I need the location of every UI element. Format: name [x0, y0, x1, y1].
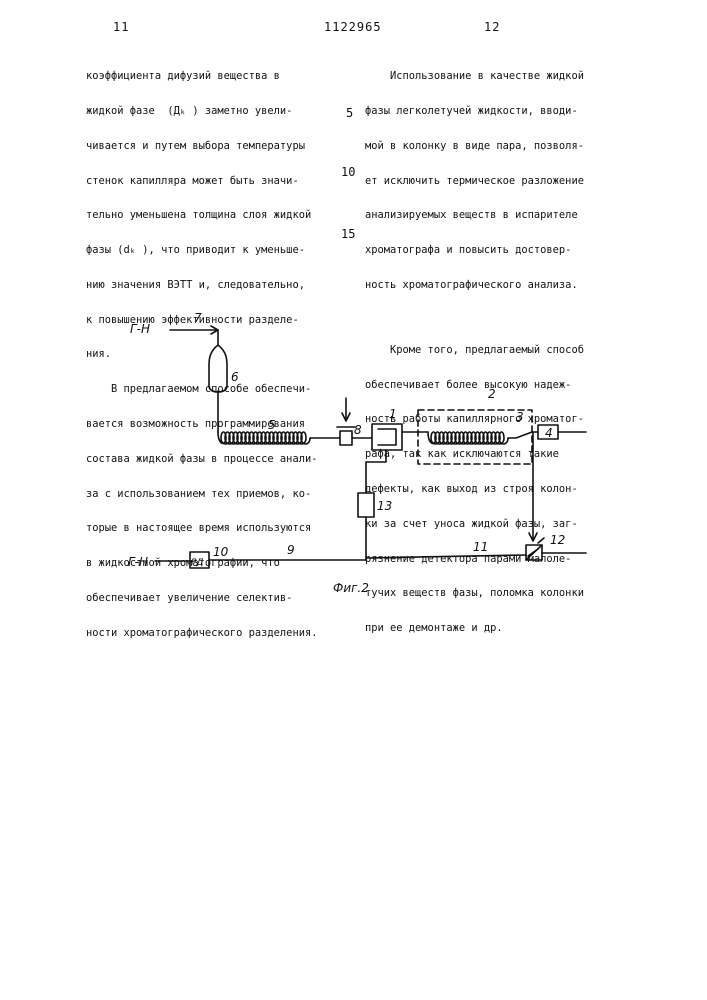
- label-3: 3: [516, 410, 524, 424]
- line-11: [366, 555, 526, 558]
- regulator-12-arrow: [538, 538, 544, 543]
- label-4: 4: [545, 426, 553, 440]
- label-10: 10: [213, 545, 229, 559]
- resistor-13: [358, 493, 374, 517]
- label-9: 9: [287, 543, 295, 557]
- label-8: 8: [354, 423, 362, 437]
- carrier-gas-label-top: Г-Н: [130, 322, 150, 336]
- figure-caption: Фиг.2: [333, 581, 369, 595]
- regulator-12-cross: [526, 545, 542, 560]
- evaporator-feed-line: [366, 450, 386, 493]
- coil-5: [218, 432, 340, 444]
- evaporator-1: [372, 424, 402, 450]
- injector-8: [340, 431, 352, 445]
- label-2: 2: [488, 387, 496, 401]
- label-1: 1: [389, 407, 397, 421]
- label-6: 6: [231, 370, 239, 384]
- pressure-regulator-label: РД: [191, 558, 203, 568]
- carrier-gas-label-bottom: Г-Н: [128, 555, 148, 569]
- evaporator-1-inner: [378, 429, 396, 445]
- label-12: 12: [550, 533, 565, 547]
- label-13: 13: [377, 499, 392, 513]
- label-7: 7: [194, 311, 202, 325]
- capillary-column-2: [428, 432, 532, 444]
- label-11: 11: [473, 540, 488, 554]
- label-5: 5: [268, 418, 276, 432]
- liquid-phase-vessel: [209, 345, 227, 392]
